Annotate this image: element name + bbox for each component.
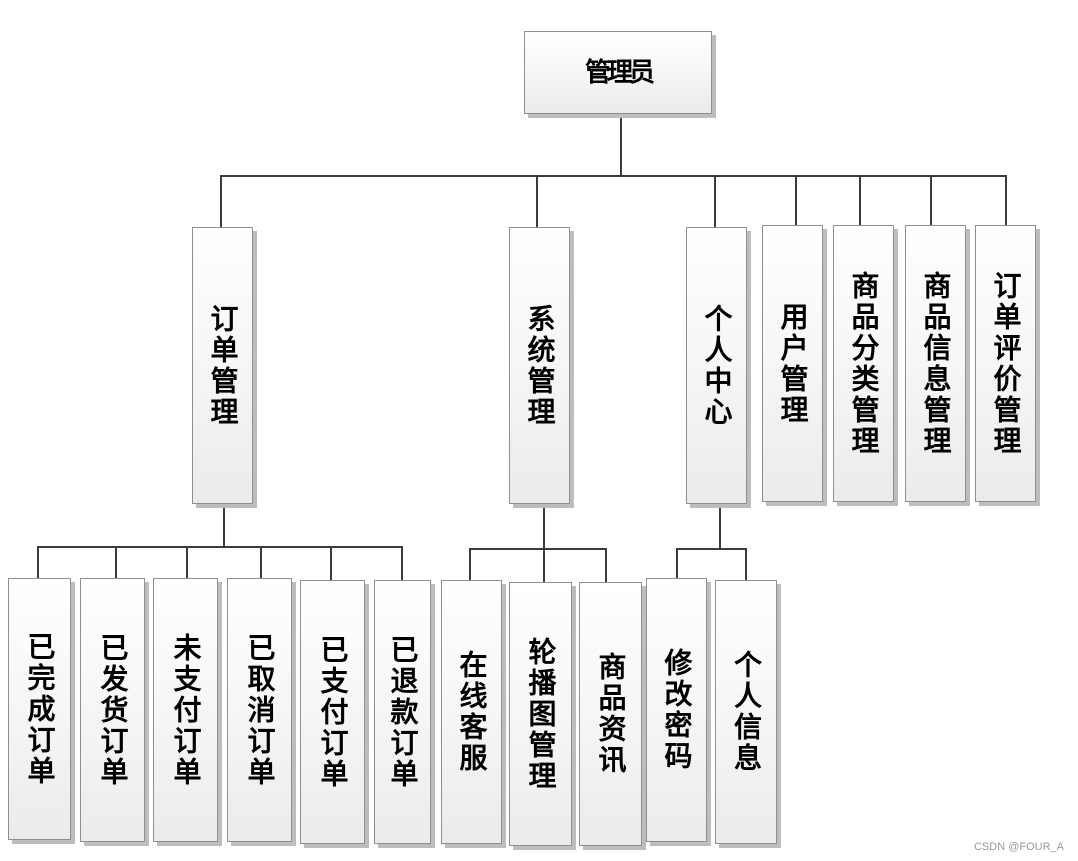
node-personal-center: 个人中心 — [686, 227, 747, 504]
node-online-service: 在线客服 — [441, 580, 502, 844]
connector-line — [620, 112, 622, 176]
connector-line — [795, 175, 797, 225]
node-label: 在线客服 — [455, 650, 489, 774]
node-label: 已退款订单 — [386, 634, 420, 790]
node-label: 个人信息 — [730, 650, 763, 774]
node-shipped-orders: 已发货订单 — [80, 578, 145, 842]
node-label: 轮播图管理 — [524, 636, 558, 792]
node-label: 已完成订单 — [23, 631, 57, 787]
node-label: 用户管理 — [776, 301, 810, 426]
node-label: 未支付订单 — [169, 632, 203, 788]
connector-line — [37, 546, 403, 548]
node-cancelled-orders: 已取消订单 — [227, 578, 292, 842]
node-label: 已支付订单 — [316, 634, 350, 790]
connector-line — [719, 504, 721, 550]
node-carousel-management: 轮播图管理 — [509, 582, 572, 846]
connector-line — [745, 548, 747, 580]
connector-line — [1005, 175, 1007, 225]
node-label: 管理员 — [584, 57, 655, 88]
node-label: 个人中心 — [700, 303, 734, 428]
connector-line — [115, 546, 117, 578]
watermark: CSDN @FOUR_A — [973, 841, 1064, 853]
connector-line — [930, 175, 932, 225]
connector-line — [220, 175, 1007, 177]
connector-line — [469, 548, 607, 550]
node-unpaid-orders: 未支付订单 — [153, 578, 218, 842]
connector-line — [186, 546, 188, 578]
node-label: 系统管理 — [523, 303, 557, 428]
node-completed-orders: 已完成订单 — [8, 578, 71, 840]
node-refunded-orders: 已退款订单 — [374, 580, 431, 844]
connector-line — [676, 548, 678, 578]
connector-line — [676, 548, 747, 550]
node-label: 修改密码 — [660, 648, 694, 772]
node-change-password: 修改密码 — [646, 578, 707, 842]
node-personal-info: 个人信息 — [715, 580, 777, 844]
node-label: 已取消订单 — [243, 632, 277, 788]
connector-line — [260, 546, 262, 578]
connector-line — [543, 504, 545, 550]
node-label: 订单管理 — [206, 303, 240, 428]
connector-line — [223, 504, 225, 548]
node-system-management: 系统管理 — [509, 227, 570, 504]
node-label: 订单评价管理 — [989, 270, 1023, 457]
connector-line — [469, 548, 471, 580]
node-paid-orders: 已支付订单 — [300, 580, 365, 844]
connector-line — [401, 546, 403, 580]
node-goods-management: 商品信息管理 — [905, 225, 966, 502]
node-goods-news: 商品资讯 — [579, 582, 642, 846]
node-order-management: 订单管理 — [192, 227, 253, 504]
node-review-management: 订单评价管理 — [975, 225, 1036, 502]
connector-line — [543, 548, 545, 582]
node-label: 商品分类管理 — [847, 270, 881, 457]
node-label: 商品资讯 — [594, 652, 628, 776]
node-admin: 管理员 — [524, 31, 712, 114]
connector-line — [605, 548, 607, 582]
node-user-management: 用户管理 — [762, 225, 823, 502]
connector-line — [330, 546, 332, 580]
node-label: 商品信息管理 — [919, 270, 953, 457]
connector-line — [714, 175, 716, 227]
connector-line — [536, 175, 538, 227]
node-label: 已发货订单 — [96, 632, 130, 788]
connector-line — [220, 175, 222, 227]
connector-line — [859, 175, 861, 225]
node-category-management: 商品分类管理 — [833, 225, 894, 502]
connector-line — [37, 546, 39, 578]
